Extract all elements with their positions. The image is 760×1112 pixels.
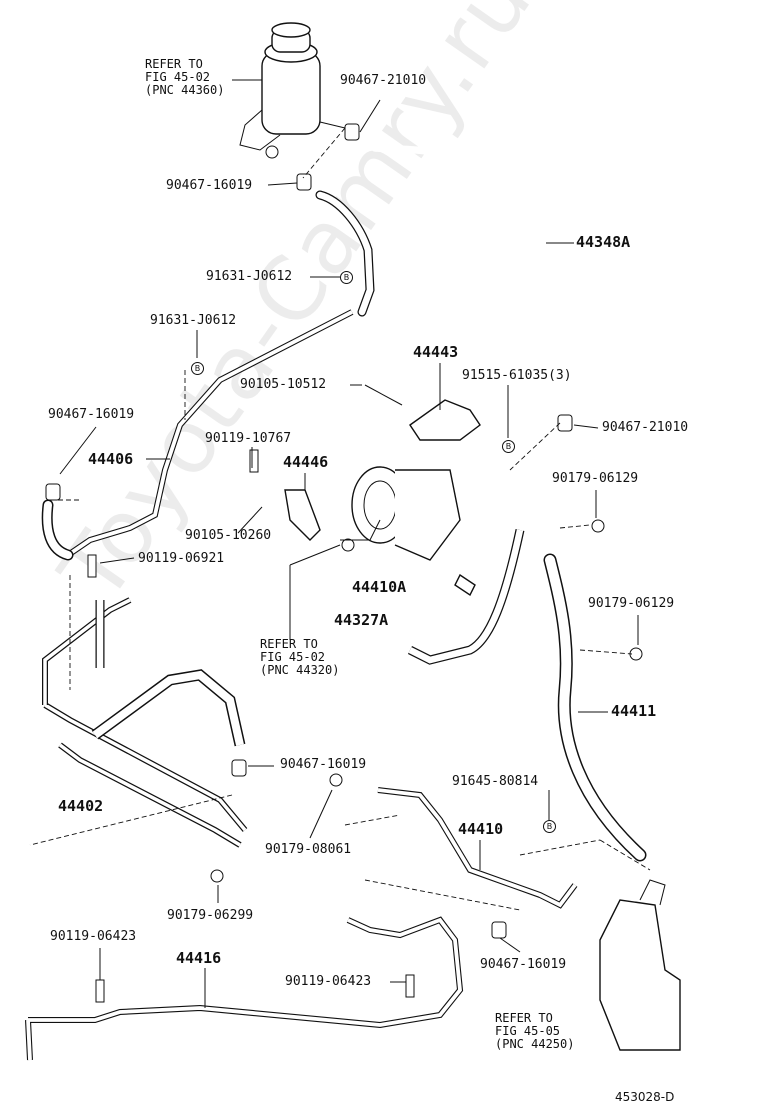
note-line: REFER TO [495,1011,553,1025]
part-label: 44402 [58,797,104,815]
bolt-marker-icon: B [340,271,353,284]
reference-note-44320: REFER TO FIG 45-02 (PNC 44320) [260,638,339,677]
part-label: 90119-06423 [285,974,372,989]
note-line: (PNC 44250) [495,1037,575,1051]
part-label: 90119-10767 [205,431,292,446]
part-label: 90467-21010 [602,420,689,435]
part-label: 44411 [611,702,657,720]
note-line: (PNC 44320) [260,663,340,677]
steering-gear [599,879,681,1051]
part-label: 90179-06129 [588,596,675,611]
part-label: 90105-10512 [240,377,327,392]
part-label: 90105-10260 [185,528,272,543]
part-label: 90119-06423 [50,929,137,944]
part-label: 90467-16019 [48,407,135,422]
note-line: (PNC 44360) [145,83,225,97]
note-line: FIG 45-05 [495,1024,561,1038]
bolt-marker-icon: B [543,820,556,833]
part-label: 44416 [176,949,222,967]
part-label: 44406 [88,450,134,468]
reference-note-44250: REFER TO FIG 45-05 (PNC 44250) [495,1012,574,1051]
note-line: FIG 45-02 [260,650,326,664]
part-label: 91631-J0612 [150,313,237,328]
part-label: 44410 [458,820,504,838]
part-label: 91515-61035(3) [462,368,572,383]
part-label: 90467-16019 [280,757,367,772]
bolt-marker-icon: B [502,440,515,453]
power-steering-pump [340,466,461,561]
note-line: FIG 45-02 [145,70,211,84]
part-label: 90467-16019 [166,178,253,193]
part-label: 44443 [413,343,459,361]
part-label: 90179-06129 [552,471,639,486]
part-label: 44446 [283,453,329,471]
part-label: 44348A [576,233,631,251]
reference-note-44360: REFER TO FIG 45-02 (PNC 44360) [145,58,224,97]
part-label: 90119-06921 [138,551,225,566]
part-label: 91645-80814 [452,774,539,789]
part-label: 91631-J0612 [206,269,293,284]
part-label: 44327A [334,611,389,629]
part-label: 90179-08061 [265,842,352,857]
cooler-44402 [42,597,248,848]
part-label: 90467-21010 [340,73,427,88]
bolt-marker-icon: B [191,362,204,375]
reservoir-tank [239,22,346,159]
part-label: 44410A [352,578,407,596]
part-label: 90467-16019 [480,957,567,972]
part-label: 90179-06299 [167,908,254,923]
note-line: REFER TO [145,57,203,71]
note-line: REFER TO [260,637,318,651]
diagram-code: 453028-D [615,1090,675,1104]
